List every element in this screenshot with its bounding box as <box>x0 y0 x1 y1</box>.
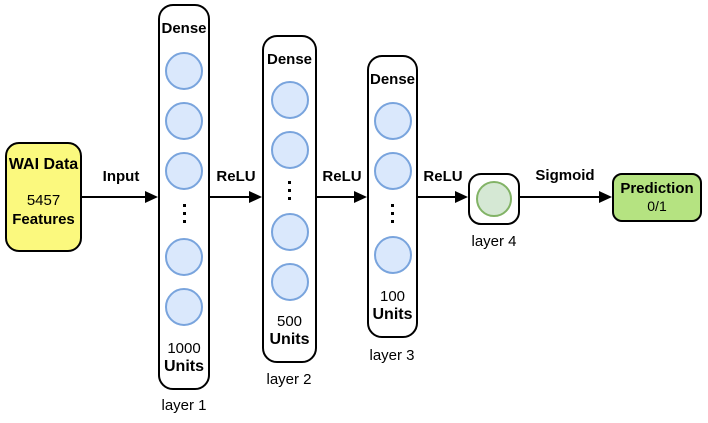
neuron-circle <box>165 51 203 90</box>
ellipsis-dots-icon <box>182 204 186 224</box>
dense-layer-3-header: Dense <box>369 71 416 88</box>
layer-1-units: 1000 Units <box>164 340 204 376</box>
sigmoid-arrow-head-icon <box>599 191 612 203</box>
input-feature-label: Features <box>12 211 75 228</box>
neuron-circle <box>165 151 203 190</box>
layer-2-units-label: Units <box>269 330 310 348</box>
neuron-circle <box>270 262 309 301</box>
prediction-box: Prediction 0/1 <box>612 173 702 222</box>
relu-arrow-line-3 <box>418 196 456 198</box>
ellipsis-dots-icon <box>288 181 291 201</box>
prediction-value: 0/1 <box>647 198 667 215</box>
layer-3-neurons-bottom <box>373 236 412 275</box>
dense-layer-1-box: Dense 1000 Units <box>158 4 210 390</box>
layer-3-units-value: 100 <box>379 288 406 306</box>
layer-1-units-value: 1000 <box>167 340 201 358</box>
layer-3-units-label: Units <box>372 305 413 323</box>
relu-arrow-line-1 <box>210 196 250 198</box>
relu-arrow-label-3: ReLU <box>423 168 463 185</box>
relu-arrow-head-icon-3 <box>455 191 468 203</box>
relu-arrow-label-1: ReLU <box>216 168 256 185</box>
layer-1-units-label: Units <box>164 357 204 375</box>
dense-layer-1-header: Dense <box>161 20 207 37</box>
prediction-title: Prediction <box>620 180 694 198</box>
layer-3-units: 100 Units <box>373 288 413 324</box>
dense-layer-2-header: Dense <box>266 51 313 68</box>
relu-arrow-label-2: ReLU <box>322 168 362 185</box>
relu-arrow-head-icon-1 <box>249 191 262 203</box>
neuron-circle <box>373 101 412 140</box>
sigmoid-arrow-line <box>520 196 600 198</box>
neuron-circle <box>373 151 412 190</box>
relu-arrow-head-icon-2 <box>354 191 367 203</box>
input-data-box: WAI Data 5457 Features <box>5 142 82 252</box>
neuron-circle <box>165 287 203 326</box>
layer-1-caption: layer 1 <box>161 397 207 414</box>
input-data-title: WAI Data <box>8 156 79 173</box>
sigmoid-arrow-label: Sigmoid <box>535 167 595 184</box>
input-arrow-line <box>82 196 146 198</box>
dense-layer-4-box <box>468 173 520 225</box>
layer-2-units: 500 Units <box>270 313 310 349</box>
layer-1-neurons-bottom <box>165 237 203 326</box>
layer-3-caption: layer 3 <box>369 347 415 364</box>
neuron-circle <box>165 237 203 276</box>
input-arrow-label: Input <box>102 168 140 185</box>
ellipsis-dots-icon <box>391 203 394 223</box>
neuron-circle <box>373 236 412 275</box>
layer-3-neurons-top <box>373 101 412 190</box>
neuron-circle <box>270 80 309 119</box>
relu-arrow-line-2 <box>317 196 355 198</box>
dense-layer-3-box: Dense 100 Units <box>367 55 418 338</box>
neuron-circle <box>165 101 203 140</box>
layer-2-units-value: 500 <box>276 313 303 331</box>
layer-2-caption: layer 2 <box>266 371 312 388</box>
neuron-circle <box>270 130 309 169</box>
layer-4-caption: layer 4 <box>471 233 517 250</box>
layer-1-neurons-top <box>165 51 203 190</box>
neuron-circle <box>270 212 309 251</box>
input-feature-count: 5457 <box>26 192 61 209</box>
layer-2-neurons-bottom <box>270 212 309 301</box>
dense-layer-2-box: Dense 500 Units <box>262 35 317 363</box>
output-neuron-circle <box>476 181 512 217</box>
layer-2-neurons-top <box>270 80 309 169</box>
input-arrow-head-icon <box>145 191 158 203</box>
